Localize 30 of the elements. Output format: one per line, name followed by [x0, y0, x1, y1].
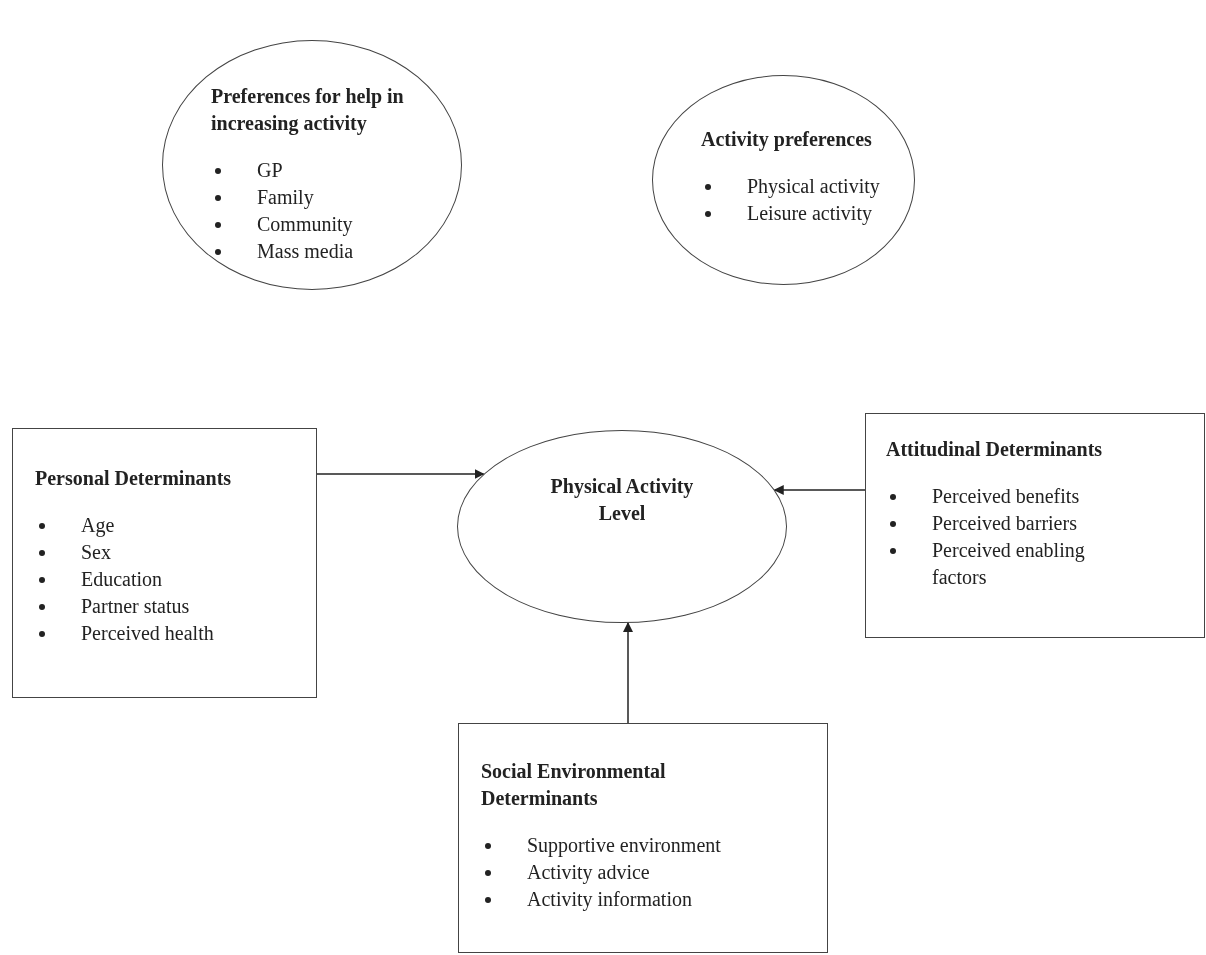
node-heading: Preferences for help in increasing activity [211, 84, 405, 137]
arrow [623, 621, 633, 724]
node-heading: Attitudinal Determinants [886, 437, 1104, 462]
arrow [773, 485, 866, 495]
list-item: Supportive environment [527, 833, 721, 859]
list-item: Activity information [527, 887, 692, 913]
determinant-box [865, 413, 1205, 638]
list-item: Perceived health [81, 621, 214, 646]
list-item: Sex [81, 540, 111, 565]
ellipse-node [457, 430, 787, 623]
list-item: GP [257, 158, 283, 183]
determinant-box [12, 428, 317, 698]
list-item: Age [81, 513, 115, 539]
list-item: Mass media [257, 239, 354, 264]
node-heading: Physical Activity Level [549, 474, 695, 526]
list-item: Partner status [81, 594, 190, 619]
node-heading: Activity preferences [701, 127, 873, 153]
list-item: Family [257, 185, 314, 211]
list-item: Physical activity [747, 174, 880, 200]
list-item: Perceived benefits [932, 484, 1080, 509]
list-item: Leisure activity [747, 201, 872, 227]
determinant-box [458, 723, 828, 953]
list-item: Perceived barriers [932, 511, 1077, 536]
list-item: Community [257, 212, 353, 238]
list-item: Perceived enabling factors [932, 538, 1086, 590]
arrow [316, 469, 485, 479]
node-heading: Personal Determinants [35, 466, 233, 491]
list-item: Activity advice [527, 860, 650, 886]
node-heading: Social Environmental Determinants [481, 759, 667, 811]
list-item: Education [81, 567, 163, 592]
